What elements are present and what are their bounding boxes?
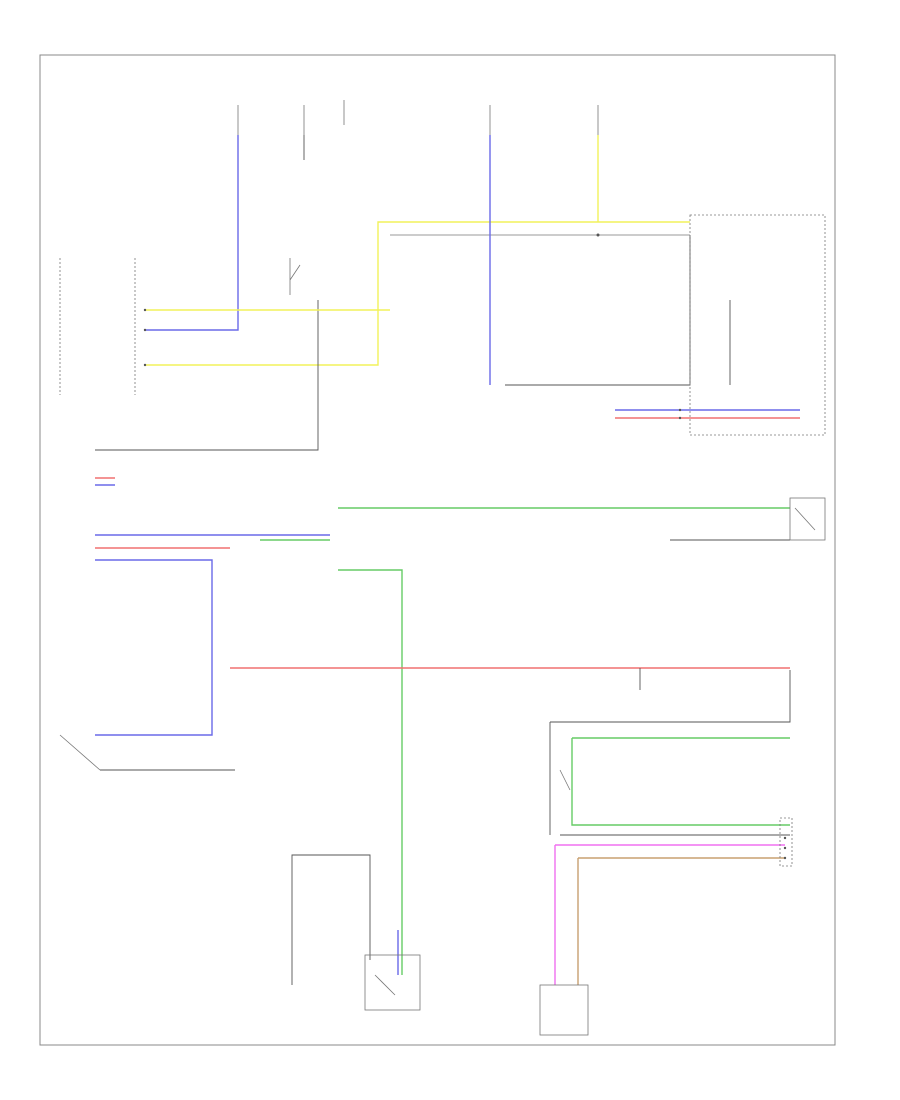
wire-yellow-1 <box>145 221 690 366</box>
junction-dots <box>143 233 787 860</box>
buckle-switch-box <box>539 984 589 1036</box>
control-module-right <box>689 214 826 436</box>
wires <box>95 135 800 985</box>
center-switch <box>289 258 301 295</box>
lower-right-connector <box>779 817 793 867</box>
sensor-switch-arm <box>559 769 571 791</box>
wire-black-33 <box>291 854 371 985</box>
diagram-frame <box>39 54 836 1046</box>
left-seat-switch-arm <box>374 974 396 996</box>
left-seat-switch-box <box>364 954 421 1011</box>
wire-green-27 <box>571 738 790 826</box>
component-outlines <box>59 100 826 1036</box>
left-switch-arm <box>59 734 101 771</box>
wire-black-24 <box>550 670 791 723</box>
seat-switch-arm <box>794 507 816 531</box>
wire-blue-19 <box>95 559 213 736</box>
seat-switch-box <box>789 497 826 541</box>
wire-blue-0 <box>145 135 239 331</box>
wire-black-4 <box>95 300 319 451</box>
wire-black-8 <box>505 235 691 386</box>
wire-green-20 <box>338 569 403 975</box>
